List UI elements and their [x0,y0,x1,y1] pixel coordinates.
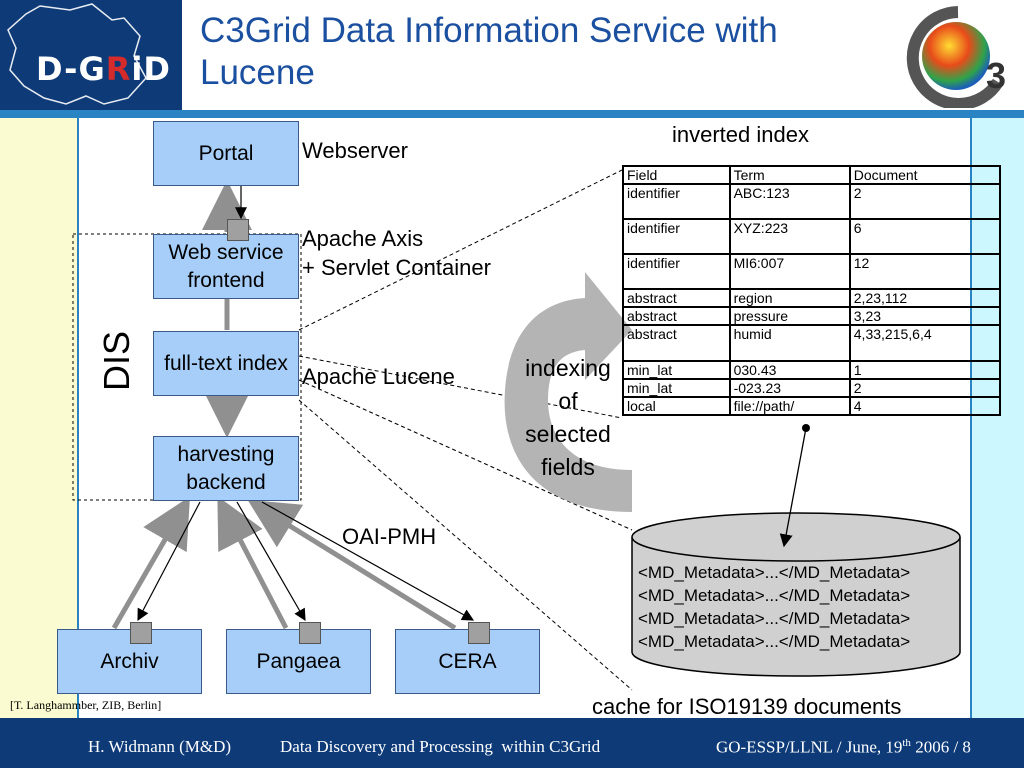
cell-field: min_lat [622,360,731,380]
arrow-archiv-up [111,496,190,630]
cell-document: 6 [848,218,1002,255]
cell-term: ABC:123 [728,183,851,220]
servlet-container-label: + Servlet Container [302,255,491,280]
cell-term: region [728,288,851,308]
footer-author: H. Widmann (M&D) [88,737,232,756]
table-header-row: Field Term Document [622,165,1002,185]
oai-pmh-label: OAI-PMH [342,524,437,549]
cell-term: -023.23 [728,378,851,398]
globe-icon: 3 [906,6,1006,110]
cell-term: pressure [728,306,851,326]
dgrid-logo: D-GRiD [0,0,182,110]
cell-field: abstract [622,324,731,362]
cache-entry: <MD_Metadata>...</MD_Metadata> [638,563,911,582]
cell-field: local [622,396,731,416]
cell-term: MI6:007 [728,253,851,290]
harvesting-backend-box: harvesting backend [153,436,299,501]
cache-caption: cache for ISO19139 documents [592,694,902,719]
dashed-line-cache-bottom [298,399,633,691]
cell-term: humid [728,324,851,362]
cell-term: file://path/ [728,396,851,416]
cell-field: identifier [622,218,731,255]
connector-web-service [227,219,249,241]
footer-event-page: GO-ESSP/LLNL / June, 19th 2006 / 8 [716,737,971,757]
cell-term: XYZ:223 [728,218,851,255]
cell-document: 2 [848,183,1002,220]
arrow-pangaea-up [217,496,289,630]
indexing-label-line4: fields [541,454,595,480]
cache-entry: <MD_Metadata>...</MD_Metadata> [638,609,911,628]
dgrid-logo-text: D-GRiD [36,50,171,88]
webserver-label: Webserver [302,138,408,163]
connector-archiv [130,622,152,644]
indexing-label-line3: selected [525,421,611,447]
dis-label: DIS [96,330,138,392]
cell-document: 2,23,112 [848,288,1002,308]
column-header-term: Term [728,165,851,185]
index-pointer-arrow [779,427,807,548]
connector-cera [468,622,490,644]
c3-logo: 3 [898,4,1018,110]
apache-lucene-label: Apache Lucene [302,364,455,389]
svg-text:3: 3 [986,55,1006,96]
header-divider [0,110,1024,118]
cell-field: min_lat [622,378,731,398]
full-text-index-box: full-text index [153,331,299,396]
cache-cylinder-body [631,537,961,677]
indexing-label-line2: of [558,388,578,414]
connector-pangaea [299,622,321,644]
arrow-cera-up [247,499,457,631]
germany-map-icon [7,3,147,105]
arrow-harvest-archiv [137,501,201,622]
cera-box: CERA [395,629,540,694]
cell-document: 4 [848,396,1002,416]
cell-field: identifier [622,253,731,290]
cell-document: 4,33,215,6,4 [848,324,1002,362]
cell-document: 2 [848,378,1002,398]
cell-document: 3,23 [848,306,1002,326]
column-header-field: Field [622,165,731,185]
pangaea-box: Pangaea [226,629,371,694]
cell-term: 030.43 [728,360,851,380]
slide-footer: H. Widmann (M&D) Data Discovery and Proc… [0,718,1024,768]
cell-field: identifier [622,183,731,220]
citation: [T. Langhammber, ZIB, Berlin] [10,698,162,712]
left-band [0,118,79,718]
apache-axis-label: Apache Axis [302,226,424,251]
cell-document: 12 [848,253,1002,290]
dashed-line-cache-top [298,379,633,531]
indexing-label-line1: indexing [525,355,611,381]
archiv-box: Archiv [57,629,202,694]
footer-topic: Data Discovery and Processing within C3G… [280,737,601,756]
web-service-frontend-box: Web service frontend [153,234,299,299]
cell-document: 1 [848,360,1002,380]
indexing-label: indexing of selected fields [500,352,636,484]
inverted-index-label: inverted index [672,122,809,147]
cache-entry: <MD_Metadata>...</MD_Metadata> [638,586,911,605]
portal-box: Portal [153,121,299,186]
cache-entry: <MD_Metadata>...</MD_Metadata> [638,632,911,651]
dashed-line-index-bottom [298,355,623,419]
cache-cylinder-top [631,512,961,562]
indexing-curved-arrow [504,272,632,512]
cell-field: abstract [622,306,731,326]
arrow-harvest-cera [261,501,475,621]
page-title: C3Grid Data Information Service with Luc… [200,11,778,92]
cell-field: abstract [622,288,731,308]
column-header-document: Document [848,165,1002,185]
